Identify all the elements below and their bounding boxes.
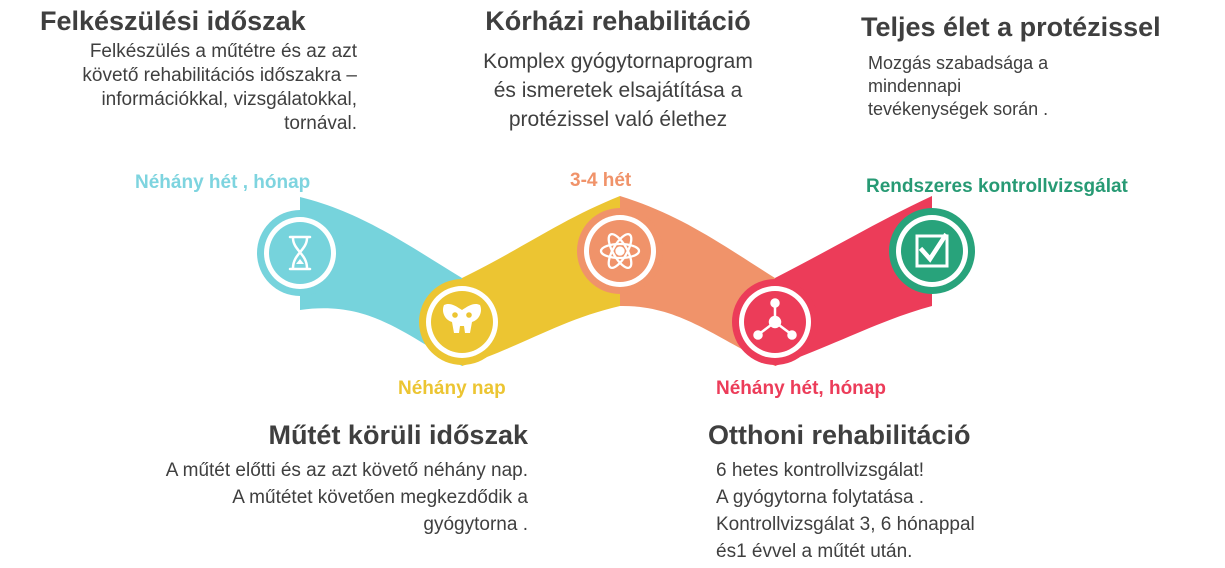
stage-5-duration: Rendszeres kontrollvizsgálat [866, 176, 1128, 197]
stage-4-line: A gyógytorna folytatása . [716, 487, 925, 508]
stage-2-line: A műtét előtti és az azt követő néhány n… [165, 460, 528, 481]
network-icon [753, 298, 797, 340]
stage-1-line: Felkészülés a műtétre és az azt [89, 41, 357, 62]
pelvis-icon [442, 303, 482, 333]
stage-1-title: Felkészülési időszak [40, 6, 306, 36]
stage-2-duration: Néhány nap [398, 378, 506, 399]
stage-1-node [257, 210, 343, 296]
stage-2-line: A műtétet követően megkezdődik a [232, 487, 528, 508]
stage-3-duration: 3-4 hét [570, 170, 632, 191]
stage-4-line: 6 hetes kontrollvizsgálat! [716, 460, 925, 481]
checkbox-icon [915, 232, 949, 268]
stage-2-description: A műtét előtti és az azt követő néhány n… [166, 457, 528, 538]
hourglass-icon [288, 235, 312, 271]
stage-3-node [577, 208, 663, 294]
stage-2-node [419, 279, 505, 365]
stage-5-title: Teljes élet a protézissel [861, 12, 1161, 42]
stage-3-line: Komplex gyógytornaprogram [483, 50, 753, 73]
stage-1-description: Felkészülés a műtétre és az azt követő r… [82, 40, 357, 136]
stage-1-line: információkkal, vizsgálatokkal, [101, 89, 357, 110]
stage-4-line: Kontrollvizsgálat 3, 6 hónappal [716, 514, 975, 535]
stage-2-line: gyógytorna . [423, 514, 528, 535]
stage-5-line: mindennapi [868, 76, 962, 96]
stage-4-line: és1 évvel a műtét után. [716, 541, 913, 562]
stage-3-description: Komplex gyógytornaprogram és ismeretek e… [412, 47, 824, 134]
stage-5-node [889, 208, 975, 294]
stage-1-duration: Néhány hét , hónap [135, 172, 311, 193]
stage-1-line: követő rehabilitációs időszakra – [82, 65, 357, 86]
stage-5-line: tevékenységek során . [868, 99, 1049, 119]
stage-1-line: tornával. [284, 113, 357, 134]
stage-4-title: Otthoni rehabilitáció [708, 420, 971, 450]
stage-3-title: Kórházi rehabilitáció [485, 6, 751, 36]
atom-icon [599, 233, 641, 269]
stage-5-description: Mozgás szabadsága a mindennapi tevékenys… [868, 52, 1048, 121]
stage-4-duration: Néhány hét, hónap [716, 378, 886, 399]
stage-4-description: 6 hetes kontrollvizsgálat! A gyógytorna … [716, 457, 975, 565]
stage-3-line: és ismeretek elsajátítása a [493, 79, 743, 102]
stage-4-node [732, 279, 818, 365]
stage-5-line: Mozgás szabadsága a [868, 53, 1049, 73]
stage-3-line: protézissel való élethez [508, 108, 728, 131]
stage-2-title: Műtét körüli időszak [268, 420, 528, 450]
